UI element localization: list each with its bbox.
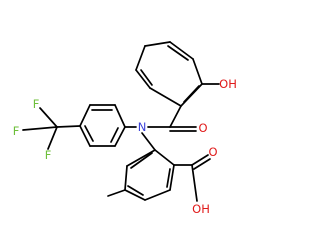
bond-7 <box>114 126 126 147</box>
bond-36 <box>166 168 171 188</box>
bond-23 <box>135 69 151 89</box>
bond-24 <box>149 87 182 107</box>
bond-1 <box>22 126 58 131</box>
bond-11 <box>110 127 119 143</box>
bond-9 <box>79 125 91 147</box>
atom-nitrogen: N <box>138 120 147 134</box>
bond-30 <box>154 149 175 166</box>
bond-38 <box>130 152 153 169</box>
bond-3 <box>56 125 81 128</box>
bond-25 <box>183 85 200 103</box>
atom-f1: F <box>33 97 40 111</box>
bond-12 <box>84 125 94 142</box>
bond-33 <box>124 189 146 201</box>
atom-carbonyl-oxygen: O <box>198 121 207 135</box>
chemical-structure: F F F N O OH O OH <box>13 41 237 216</box>
bond-37 <box>127 185 144 196</box>
bond-32 <box>144 189 171 201</box>
bond-4 <box>79 104 91 127</box>
bond-39 <box>107 189 126 197</box>
bond-19 <box>192 58 203 85</box>
atom-f2: F <box>13 124 20 138</box>
bond-22 <box>135 45 146 71</box>
bond-27 <box>140 69 153 86</box>
bond-29 <box>141 132 156 151</box>
bond-20 <box>169 41 194 60</box>
atom-acid-hydroxyl: OH <box>192 202 210 216</box>
bond-lines <box>22 41 220 202</box>
bond-41 <box>191 154 209 166</box>
bond-42 <box>193 158 211 170</box>
bond-31 <box>169 164 175 191</box>
atom-f3: F <box>45 148 52 162</box>
bond-17 <box>169 105 182 128</box>
bond-26 <box>167 45 189 61</box>
bond-35 <box>126 149 156 167</box>
atom-labels: F F F N O OH O OH <box>13 77 237 216</box>
bond-2 <box>47 126 58 150</box>
bond-43 <box>191 164 198 202</box>
atom-acid-carbonyl-oxygen: O <box>208 145 217 159</box>
bond-0 <box>39 107 58 128</box>
bond-34 <box>124 165 128 191</box>
bond-21 <box>144 41 171 47</box>
atom-phenol-hydroxyl: OH <box>219 77 237 91</box>
bond-6 <box>114 104 126 128</box>
